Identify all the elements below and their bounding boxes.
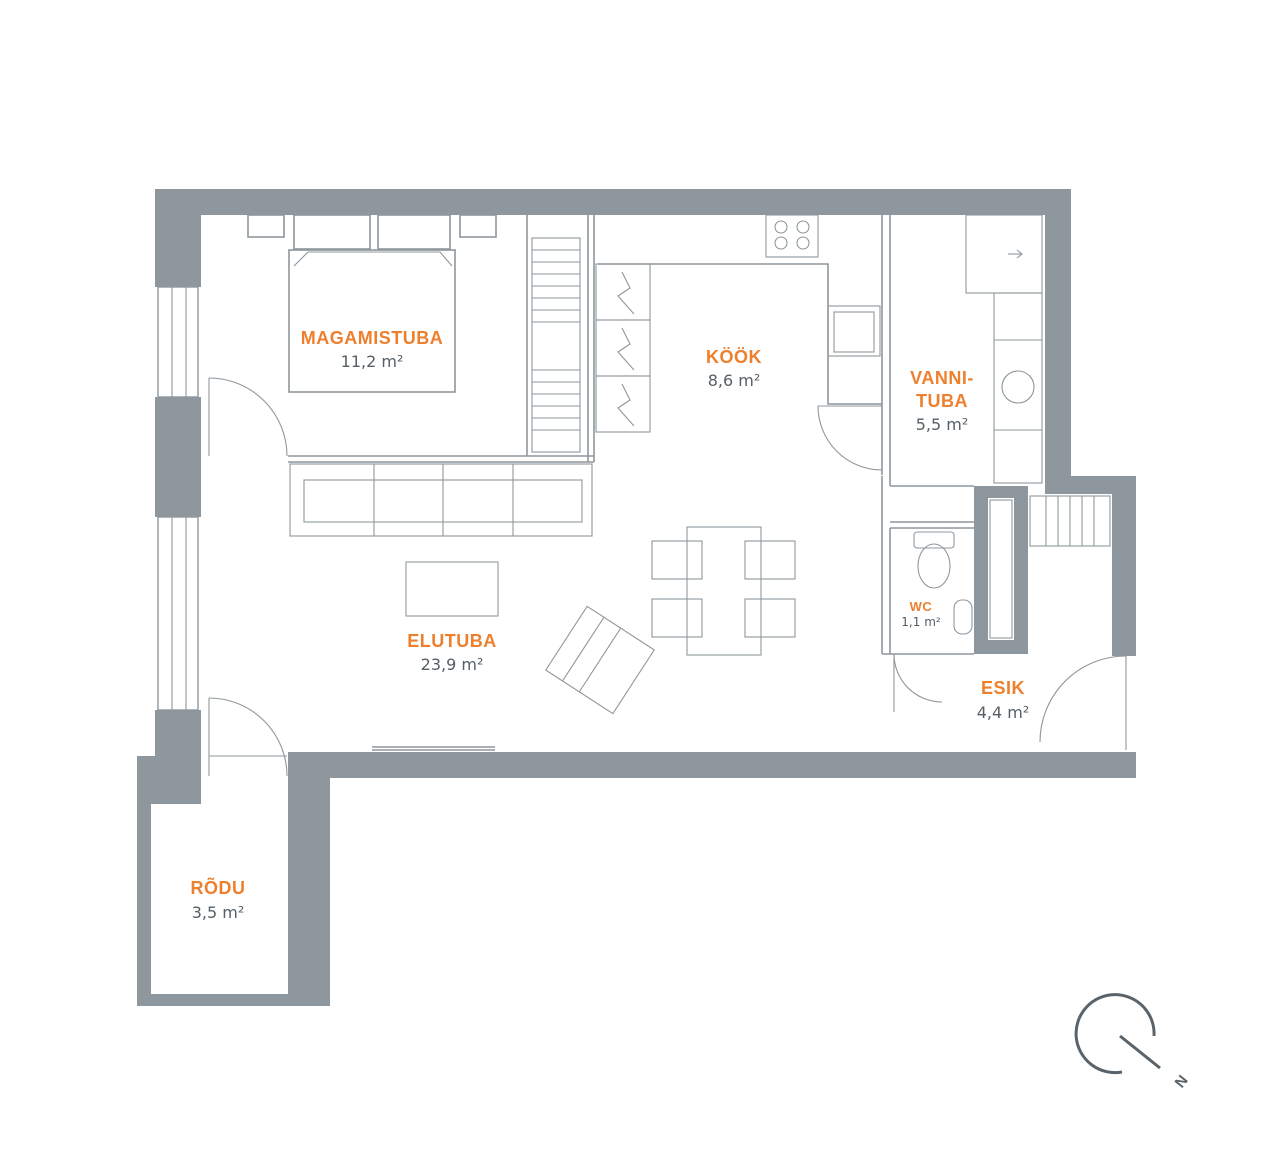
hall-furniture [989, 495, 1127, 750]
bathroom-area: 5,5 m² [916, 415, 969, 434]
room-label-bathroom: VANNI- TUBA 5,5 m² [910, 368, 974, 434]
wc-name: WC [910, 599, 933, 614]
hall-area: 4,4 m² [977, 703, 1030, 722]
kitchen-furniture [595, 214, 883, 471]
kitchen-name: KÖÖK [706, 347, 762, 367]
walls [137, 189, 1136, 1006]
hall-name: ESIK [981, 678, 1025, 698]
bedroom-name: MAGAMISTUBA [301, 328, 444, 348]
balcony-name: RÕDU [191, 877, 246, 898]
bathroom-furniture [965, 214, 1043, 484]
living-furniture [208, 463, 796, 777]
windows [157, 286, 495, 751]
wc-furniture [893, 531, 973, 712]
north-label: N [1172, 1072, 1192, 1091]
living-name: ELUTUBA [407, 631, 497, 651]
kitchen-area: 8,6 m² [708, 371, 761, 390]
bathroom-name-line1: VANNI- [910, 368, 974, 388]
bathroom-name-line2: TUBA [916, 391, 968, 411]
bedroom-furniture [208, 214, 581, 457]
bedroom-area: 11,2 m² [341, 352, 404, 371]
room-label-hall: ESIK 4,4 m² [977, 678, 1030, 722]
partitions [288, 215, 974, 655]
room-label-kitchen: KÖÖK 8,6 m² [706, 347, 762, 390]
room-label-balcony: RÕDU 3,5 m² [191, 877, 246, 922]
north-arrow-icon: N [1074, 993, 1192, 1091]
wc-area: 1,1 m² [901, 615, 941, 629]
room-label-living: ELUTUBA 23,9 m² [407, 631, 497, 674]
living-area: 23,9 m² [421, 655, 484, 674]
balcony-area: 3,5 m² [192, 903, 245, 922]
room-label-wc: WC 1,1 m² [901, 599, 941, 629]
room-label-bedroom: MAGAMISTUBA 11,2 m² [301, 328, 444, 371]
